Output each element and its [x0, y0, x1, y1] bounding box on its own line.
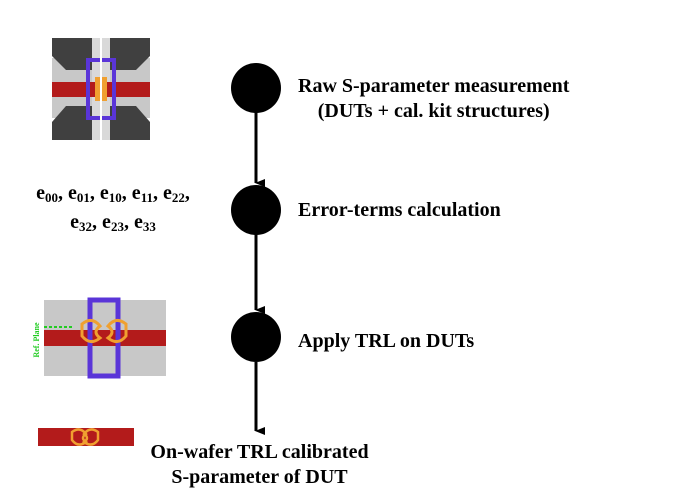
error-term-base: e — [131, 182, 141, 204]
error-term-subscript: 01 — [76, 190, 90, 205]
error-term: e23 — [102, 211, 124, 233]
error-term-subscript: 10 — [108, 190, 122, 205]
error-term-base: e — [68, 182, 77, 204]
step-node-3 — [231, 312, 281, 362]
error-term-base: e — [162, 182, 172, 204]
error-terms-line1: e00, e01, e10, e11, e22, — [36, 182, 190, 205]
step-2-label-line1: Error-terms calculation — [298, 199, 501, 221]
error-term: e33 — [134, 211, 156, 233]
ref-plane-label: Ref. Plane — [32, 322, 41, 358]
calibrated-dut-trace-icon — [38, 428, 134, 446]
error-term-subscript: 22 — [171, 190, 185, 205]
error-terms-line2: e32, e23, e33 — [70, 211, 156, 234]
error-term-base: e — [133, 211, 143, 233]
error-term-base: e — [102, 211, 111, 233]
error-term: e01 — [68, 182, 90, 204]
error-term-base: e — [99, 182, 109, 204]
step-node-1 — [231, 63, 281, 113]
step-node-2 — [231, 185, 281, 235]
step-3-label-line1: Apply TRL on DUTs — [298, 330, 475, 352]
error-term-base: e — [70, 211, 80, 233]
error-term-subscript: 23 — [110, 219, 124, 234]
error-term: e10 — [100, 182, 122, 204]
step-2-label: Error-terms calculation — [298, 198, 501, 223]
dut-reference-plane-icon: Ref. Plane — [32, 297, 166, 379]
step-4-label: On-wafer TRL calibrated S-parameter of D… — [108, 440, 411, 490]
error-term-subscript: 33 — [142, 219, 156, 234]
error-term: e00 — [36, 182, 58, 204]
error-term-base: e — [36, 182, 46, 204]
error-term: e32 — [70, 211, 92, 233]
step-3-label: Apply TRL on DUTs — [298, 329, 474, 354]
error-term: e11 — [132, 182, 153, 204]
step-1-label-line2: (DUTs + cal. kit structures) — [317, 100, 550, 122]
error-term-subscript: 11 — [140, 190, 153, 205]
error-term: e22 — [163, 182, 185, 204]
raw-measurement-structure-icon — [52, 38, 150, 140]
error-term-subscript: 00 — [45, 190, 59, 205]
step-1-label: Raw S-parameter measurement (DUTs + cal.… — [298, 74, 569, 124]
step-4-label-line1: On-wafer TRL calibrated — [150, 441, 369, 463]
step-1-label-line1: Raw S-parameter measurement — [298, 75, 570, 97]
error-terms: e00, e01, e10, e11, e22, e32, e23, e33 — [4, 179, 222, 237]
error-term-subscript: 32 — [79, 219, 93, 234]
step-4-label-line2: S-parameter of DUT — [171, 466, 348, 488]
